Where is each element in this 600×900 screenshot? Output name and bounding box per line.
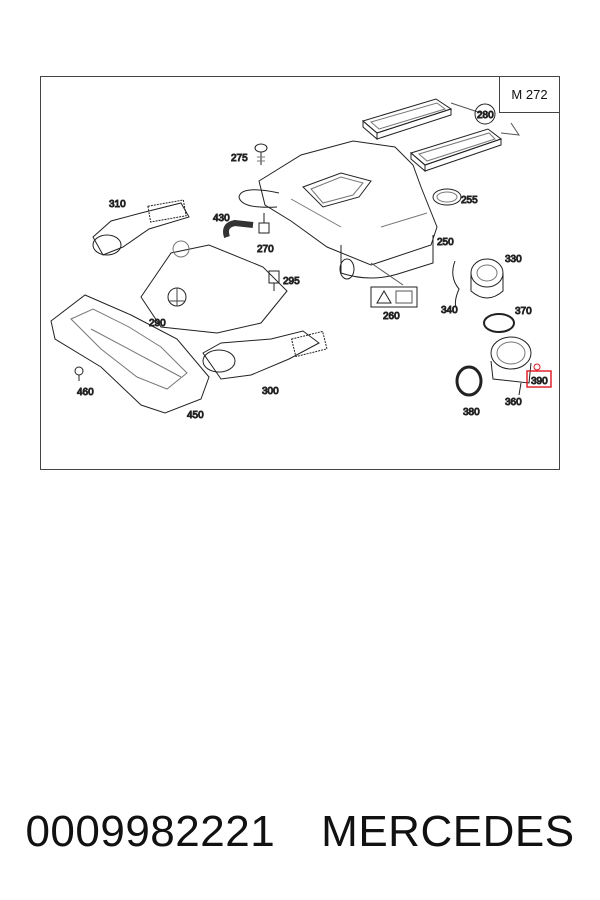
label-340: 340 [441, 305, 458, 316]
air-filter-element-lower [409, 128, 503, 173]
air-filter-element-upper [361, 98, 453, 141]
label-360: 360 [505, 397, 522, 408]
model-code-box: M 272 [499, 77, 559, 113]
label-460: 460 [77, 387, 94, 398]
intake-duct-left [92, 199, 190, 256]
warning-label [370, 286, 418, 308]
part-number: 0009982221 [25, 807, 276, 856]
part-labels: 275 310 430 270 295 290 300 460 450 280 … [77, 110, 549, 422]
label-250: 250 [437, 237, 454, 248]
screw-275 [254, 143, 268, 165]
caption: 0009982221 MERCEDES [0, 800, 600, 864]
exploded-view-drawing: 275 310 430 270 295 290 300 460 450 280 … [50, 98, 552, 422]
intake-duct-right [202, 330, 328, 380]
label-295: 295 [283, 276, 300, 287]
model-code: M 272 [511, 87, 548, 102]
label-290: 290 [149, 318, 166, 329]
gasket-ring [432, 188, 462, 206]
brand-name: MERCEDES [321, 807, 575, 856]
air-mass-sensor [470, 258, 504, 299]
callout-circle-280 [474, 103, 496, 125]
label-255: 255 [461, 195, 478, 206]
clip-460 [74, 366, 84, 381]
air-guide-panel [50, 294, 210, 414]
label-300: 300 [262, 386, 279, 397]
parts-diagram: 275 310 430 270 295 290 300 460 450 280 … [40, 76, 560, 470]
leader-260 [370, 262, 404, 286]
intake-connector [490, 336, 532, 396]
leader-280 [450, 102, 521, 136]
clip-270 [258, 213, 270, 234]
label-310: 310 [109, 199, 126, 210]
label-260: 260 [383, 311, 400, 322]
label-330: 330 [505, 254, 522, 265]
seal-ring-370 [483, 313, 515, 333]
label-370: 370 [515, 306, 532, 317]
seal-ring-380 [455, 365, 483, 397]
air-filter-housing [238, 140, 438, 280]
connection-cable [452, 260, 460, 310]
callout-box-390 [526, 370, 552, 388]
label-270: 270 [257, 244, 274, 255]
label-390: 390 [531, 376, 548, 387]
clip-295 [268, 270, 280, 291]
label-430: 430 [213, 213, 230, 224]
label-280: 280 [477, 110, 494, 121]
vent-hose [223, 219, 254, 238]
label-275: 275 [231, 153, 248, 164]
label-450: 450 [187, 410, 204, 421]
highlighted-part-390 [533, 363, 541, 371]
engine-cover [140, 240, 288, 334]
label-380: 380 [463, 407, 480, 418]
